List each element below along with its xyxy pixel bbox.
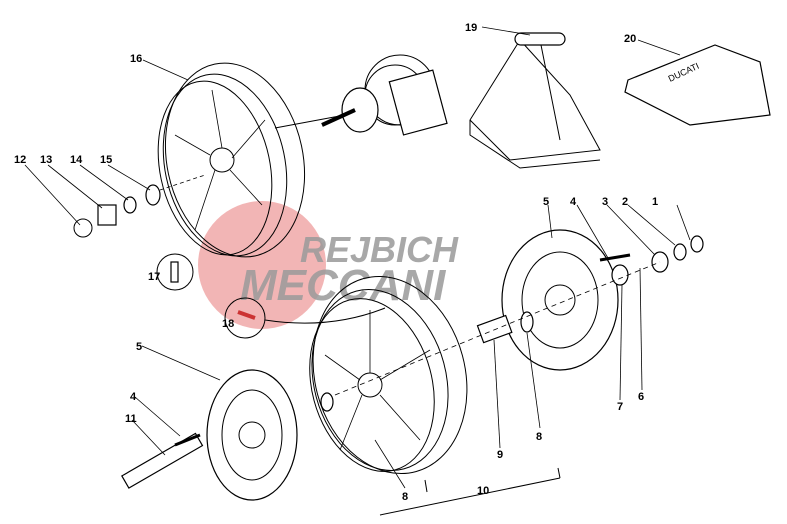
callout-18: 18: [222, 318, 234, 330]
paddock-stand: [469, 32, 601, 169]
valve-detail-18: [224, 297, 266, 339]
watermark-logo: REJBICH MECCANI: [198, 201, 459, 329]
front-axle: [121, 432, 204, 489]
callout-11: 11: [125, 413, 137, 425]
front-wheel: [309, 275, 468, 475]
callout-6: 6: [638, 391, 644, 403]
front-disc-left: [206, 369, 298, 501]
callout-4: 4: [570, 196, 577, 208]
rear-axle-parts: [73, 174, 206, 238]
callout-12: 12: [14, 154, 26, 166]
callout-1: 1: [652, 196, 658, 208]
front-spacer-9: [476, 314, 513, 344]
callout-2: 2: [622, 196, 628, 208]
callout-9: 9: [497, 449, 503, 461]
callout-5: 5: [543, 196, 549, 208]
callout-8-front-spacer: 8: [402, 491, 408, 503]
sprocket-carrier: [274, 54, 448, 136]
callout-19: 19: [465, 22, 477, 34]
callout-20: 20: [624, 33, 636, 45]
rear-wheel: [157, 62, 306, 258]
callout-15: 15: [100, 154, 112, 166]
callout-7: 7: [617, 401, 623, 413]
callout-8: 8: [536, 431, 542, 443]
valve-detail-17: [156, 253, 194, 291]
callouts: 1 2 3 4 5 6 7 8 9 10 11 12 13 14 15 16 1…: [14, 22, 658, 503]
callout-5-front-disc: 5: [136, 341, 142, 353]
front-disc-right: [501, 229, 619, 371]
callout-10: 10: [477, 485, 489, 497]
callout-3: 3: [602, 196, 608, 208]
callout-16: 16: [130, 53, 142, 65]
watermark-line1: REJBICH: [300, 229, 459, 270]
callout-14: 14: [70, 154, 83, 166]
callout-17: 17: [148, 271, 160, 283]
callout-4-front-bolt: 4: [130, 391, 137, 403]
watermark-circle: [198, 201, 326, 329]
tool-pouch: DUCATI: [624, 44, 771, 126]
callout-13: 13: [40, 154, 52, 166]
